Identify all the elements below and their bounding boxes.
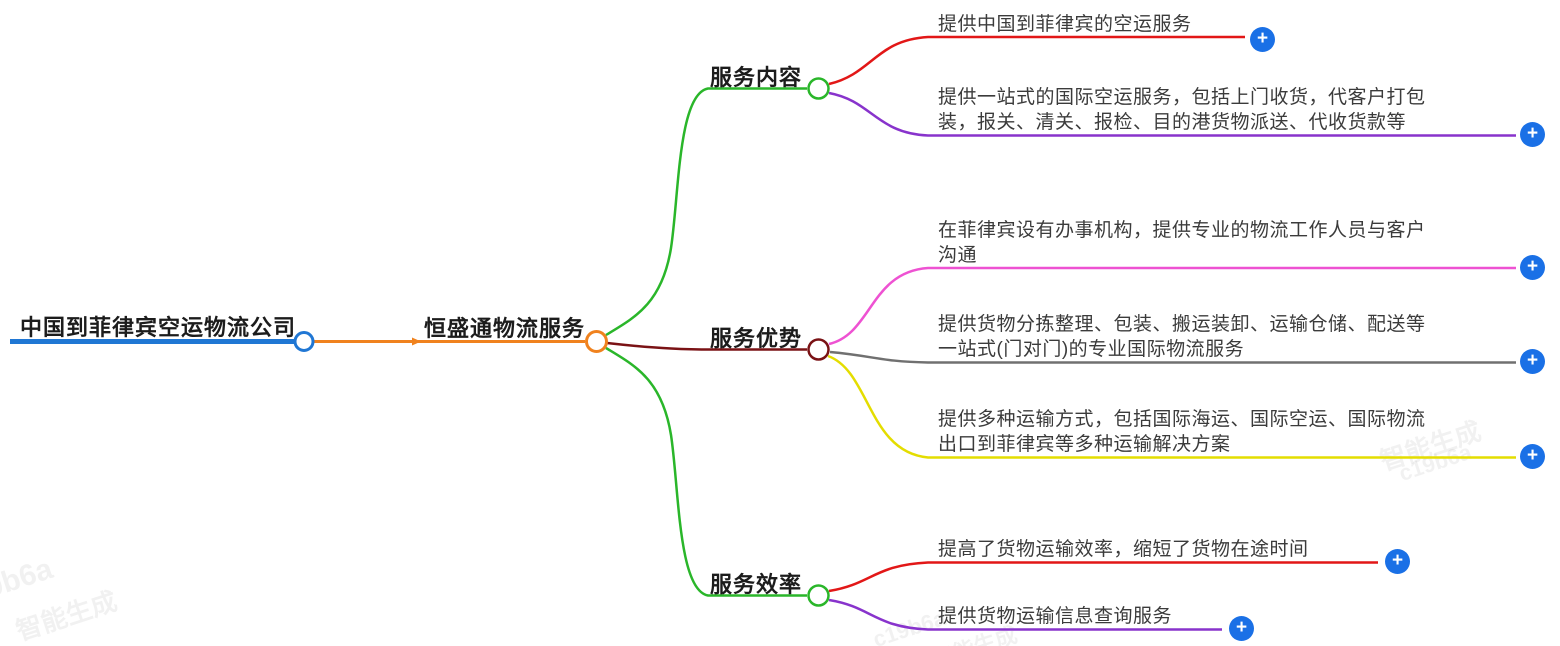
leaf-text[interactable]: 提供中国到菲律宾的空运服务	[938, 14, 1192, 35]
leaf-text[interactable]: 提供多种运输方式，包括国际海运、国际空运、国际物流 出口到菲律宾等多种运输解决方…	[938, 409, 1426, 455]
branch-label-content[interactable]: 服务内容	[710, 65, 803, 90]
leaf-text[interactable]: 提供货物运输信息查询服务	[938, 606, 1173, 627]
add-child-button[interactable]: +	[1385, 549, 1410, 574]
add-child-button[interactable]: +	[1520, 349, 1545, 374]
leaf-link	[829, 350, 1516, 364]
add-child-button[interactable]: +	[1520, 122, 1545, 147]
branch-node-handle-efficiency[interactable]	[807, 584, 830, 607]
leaf-link	[827, 354, 1516, 459]
add-child-button[interactable]: +	[1250, 27, 1275, 52]
plus-icon: +	[1526, 123, 1539, 144]
leaf-text[interactable]: 提高了货物运输效率，缩短了货物在途时间	[938, 539, 1309, 560]
plus-icon: +	[1526, 445, 1539, 466]
leaf-link	[828, 91, 1516, 137]
branch-label-efficiency[interactable]: 服务效率	[710, 572, 803, 597]
add-child-button[interactable]: +	[1520, 444, 1545, 469]
plus-icon: +	[1526, 256, 1539, 277]
root-node-handle[interactable]	[293, 331, 315, 352]
leaf-link	[828, 266, 1516, 346]
add-child-button[interactable]: +	[1229, 616, 1254, 641]
branch-link-content	[605, 87, 807, 337]
leaf-link	[828, 598, 1222, 631]
plus-icon: +	[1256, 28, 1269, 49]
branch-link-advantage	[606, 341, 807, 351]
branch-link-efficiency	[605, 346, 807, 597]
plus-icon: +	[1235, 617, 1248, 638]
branch-label-advantage[interactable]: 服务优势	[710, 326, 803, 351]
branch-node-handle-content[interactable]	[807, 77, 830, 100]
leaf-text[interactable]: 提供货物分拣整理、包装、搬运装卸、运输仓储、配送等 一站式(门对门)的专业国际物…	[938, 314, 1426, 360]
plus-icon: +	[1526, 350, 1539, 371]
add-child-button[interactable]: +	[1520, 255, 1545, 280]
leaf-text[interactable]: 提供一站式的国际空运服务，包括上门收货，代客户打包 装，报关、清关、报检、目的港…	[938, 87, 1426, 133]
root-node-label[interactable]: 中国到菲律宾空运物流公司	[20, 315, 297, 340]
leaf-text[interactable]: 在菲律宾设有办事机构，提供专业的物流工作人员与客户 沟通	[938, 220, 1426, 266]
branch-node-handle-advantage[interactable]	[807, 338, 830, 361]
leaf-link	[828, 35, 1245, 86]
leaf-link	[828, 561, 1378, 593]
plus-icon: +	[1391, 550, 1404, 571]
link-arrow	[412, 337, 421, 346]
center-node-handle[interactable]	[585, 330, 608, 353]
center-node-label[interactable]: 恒盛通物流服务	[424, 316, 586, 341]
